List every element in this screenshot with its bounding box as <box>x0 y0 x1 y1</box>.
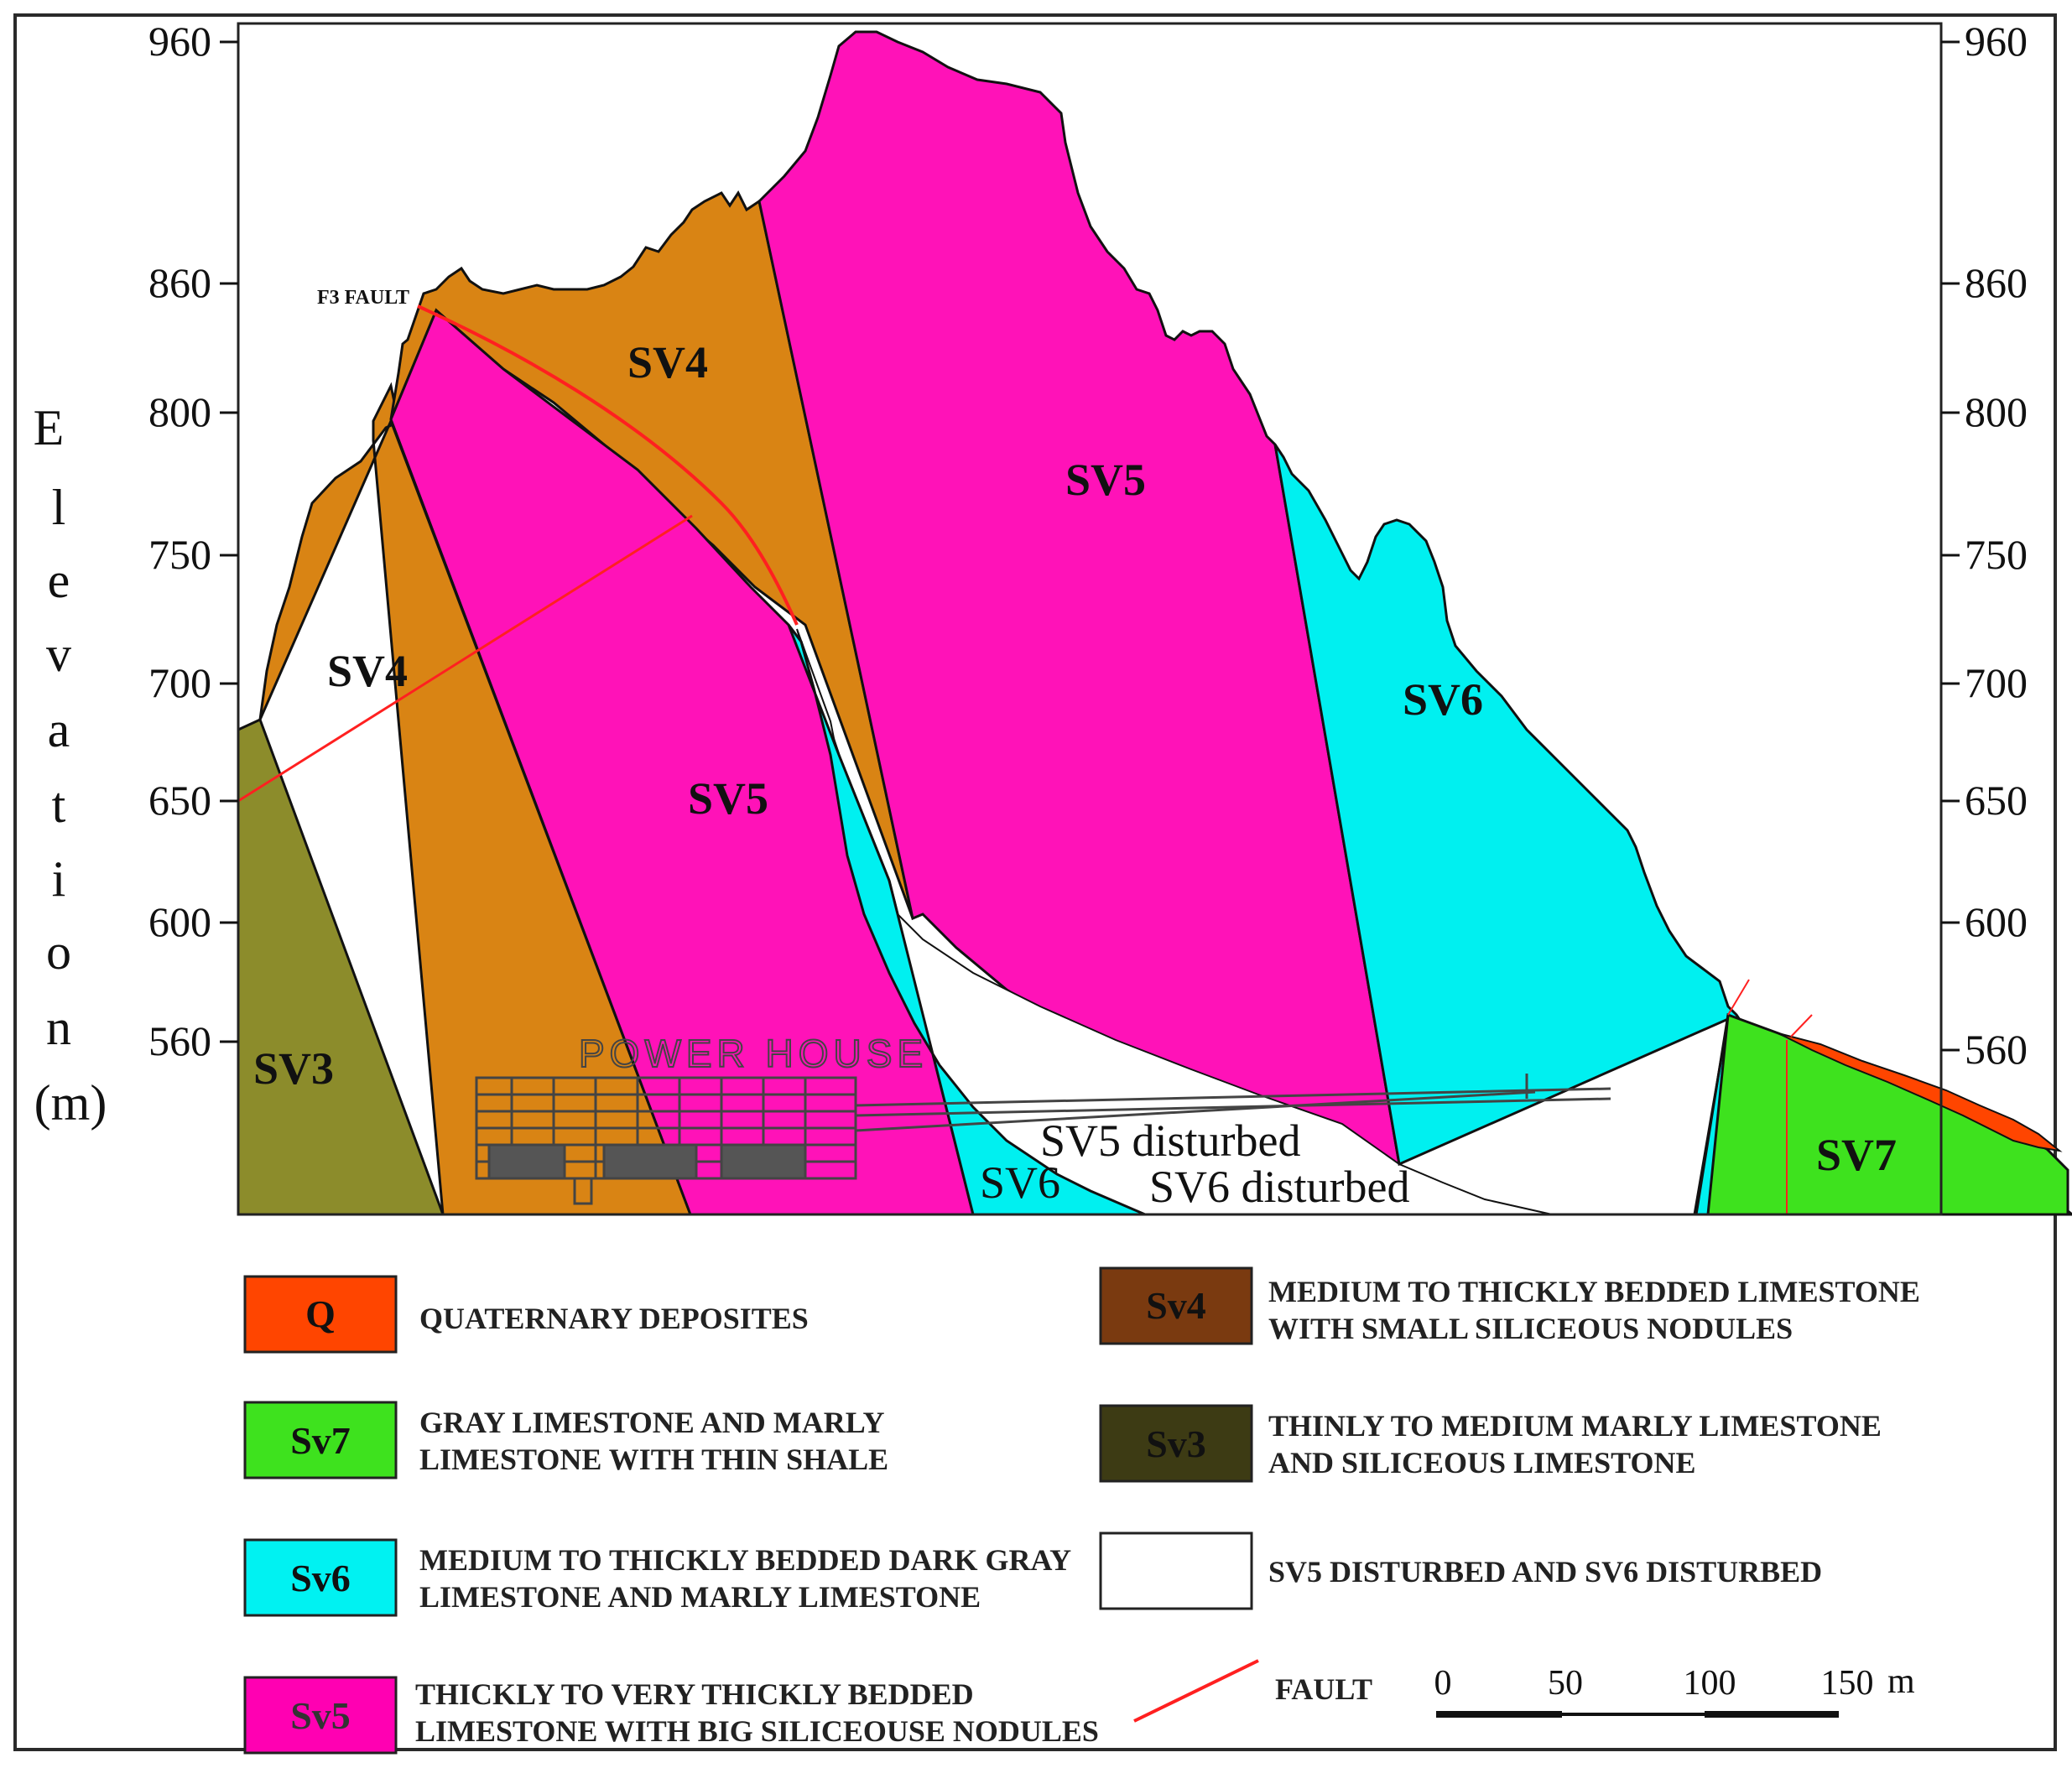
legend-swatch <box>243 1538 398 1617</box>
fault-annotation: F3 FAULT <box>317 287 409 309</box>
ylabel-letter: t <box>52 777 66 833</box>
unit-label-sv6-right: SV6 <box>1403 674 1483 725</box>
tick-label: 700 <box>148 659 211 706</box>
legend-swatch <box>243 1401 398 1479</box>
tick-label: 960 <box>1965 18 2028 65</box>
legend: Q QUATERNARY DEPOSITES Sv7 GRAY LIMESTON… <box>243 1266 1920 1755</box>
tick-label: 560 <box>148 1017 211 1064</box>
legend-description: LIMESTONE WITH THIN SHALE <box>419 1443 888 1476</box>
right-axis-ticks <box>1941 40 1960 1052</box>
scale-label: 150 <box>1821 1664 1874 1703</box>
legend-description: MEDIUM TO THICKLY BEDDED LIMESTONE <box>1268 1275 1920 1308</box>
legend-description: THICKLY TO VERY THICKLY BEDDED <box>415 1677 974 1711</box>
unit-label-sv5-upper: SV5 <box>1065 455 1146 505</box>
legend-code: Sv7 <box>290 1419 351 1462</box>
power-house-label: POWER HOUSE <box>579 1032 928 1075</box>
legend-item-sv4: Sv4 MEDIUM TO THICKLY BEDDED LIMESTONE W… <box>1099 1266 1920 1345</box>
legend-item-disturbed: SV5 DISTURBED AND SV6 DISTURBED <box>1099 1531 1822 1610</box>
fault-line <box>1790 1014 1813 1037</box>
tick-label: 600 <box>1965 898 2028 945</box>
right-tick-labels: 960 860 800 750 700 650 600 560 <box>1965 18 2028 1073</box>
tick-label: 560 <box>1965 1026 2028 1073</box>
ylabel-letter: e <box>48 553 70 608</box>
unit-label-sv6-bottom: SV6 <box>980 1157 1060 1208</box>
legend-description: WITH SMALL SILICEOUS NODULES <box>1268 1312 1793 1345</box>
ylabel-letter: E <box>34 400 65 455</box>
ylabel-letter: o <box>46 924 71 980</box>
tick-label: 860 <box>148 259 211 306</box>
tick-label: 650 <box>148 777 211 824</box>
unit-label-sv3: SV3 <box>253 1043 334 1094</box>
tick-label: 860 <box>1965 259 2028 306</box>
legend-swatch <box>1099 1266 1253 1345</box>
tick-label: 960 <box>148 18 211 65</box>
legend-swatch <box>243 1275 398 1354</box>
legend-description: FAULT <box>1275 1672 1372 1706</box>
unit-label-sv4-upper: SV4 <box>627 337 708 387</box>
legend-fault-line <box>1133 1659 1259 1723</box>
power-house-structure <box>475 1074 1611 1205</box>
left-axis-ticks <box>220 40 238 1043</box>
tick-label: 700 <box>1965 659 2028 706</box>
tick-label: 800 <box>1965 388 2028 435</box>
legend-description: QUATERNARY DEPOSITES <box>419 1302 809 1335</box>
ylabel-letter: a <box>48 702 70 757</box>
legend-swatch <box>1099 1404 1253 1483</box>
scale-unit: m <box>1887 1662 1915 1701</box>
unit-boundary-line <box>1695 1014 1730 1215</box>
tick-label: 600 <box>148 898 211 945</box>
legend-code: Sv6 <box>290 1557 351 1599</box>
tick-label: 800 <box>148 388 211 435</box>
scale-bar: 0 50 100 150 m <box>1434 1662 1915 1718</box>
unit-label-sv4-lower: SV4 <box>327 646 408 696</box>
legend-item-sv5: Sv5 THICKLY TO VERY THICKLY BEDDED LIMES… <box>243 1676 1099 1755</box>
unit-labels: F3 FAULT SV4 SV4 SV5 SV5 SV6 SV6 SV3 SV7… <box>253 287 1897 1212</box>
legend-item-sv6: Sv6 MEDIUM TO THICKLY BEDDED DARK GRAY L… <box>243 1538 1071 1617</box>
legend-item-q: Q QUATERNARY DEPOSITES <box>243 1275 809 1354</box>
scale-label: 100 <box>1684 1664 1736 1703</box>
unit-sv4-upper-area <box>389 190 914 919</box>
unit-label-sv6-disturbed: SV6 disturbed <box>1149 1162 1410 1212</box>
unit-quaternary-area <box>1778 1032 2063 1152</box>
elevation-axis-label: E l e v a t i o n (m) <box>34 400 107 1131</box>
unit-label-sv5-lower: SV5 <box>688 773 768 824</box>
ylabel-letter: v <box>46 627 71 682</box>
legend-item-sv3: Sv3 THINLY TO MEDIUM MARLY LIMESTONE AND… <box>1099 1404 1882 1483</box>
tick-label: 750 <box>148 531 211 578</box>
legend-description: AND SILICEOUS LIMESTONE <box>1268 1446 1695 1479</box>
fault-line <box>417 304 799 626</box>
legend-swatch <box>1099 1531 1253 1610</box>
legend-description: THINLY TO MEDIUM MARLY LIMESTONE <box>1268 1409 1882 1443</box>
scale-label: 0 <box>1434 1664 1452 1703</box>
cross-section <box>220 22 2072 1216</box>
fault-line <box>1727 979 1750 1016</box>
ylabel-letter: l <box>52 480 66 535</box>
legend-description: LIMESTONE AND MARLY LIMESTONE <box>419 1580 981 1614</box>
ylabel-unit: (m) <box>34 1075 107 1131</box>
legend-description: GRAY LIMESTONE AND MARLY <box>419 1406 884 1439</box>
legend-code: Q <box>305 1292 336 1335</box>
ylabel-letter: i <box>52 851 66 907</box>
unit-label-sv5-disturbed: SV5 disturbed <box>1040 1115 1301 1166</box>
plot-area-border <box>237 22 1943 1216</box>
left-tick-labels: 960 860 800 750 700 650 600 560 <box>148 18 211 1064</box>
tick-label: 750 <box>1965 531 2028 578</box>
legend-code: Sv4 <box>1146 1284 1206 1327</box>
unit-label-sv7: SV7 <box>1816 1130 1897 1180</box>
legend-description: LIMESTONE WITH BIG SILICEOUSE NODULES <box>415 1714 1099 1748</box>
tick-label: 650 <box>1965 777 2028 824</box>
legend-item-sv7: Sv7 GRAY LIMESTONE AND MARLY LIMESTONE W… <box>243 1401 888 1479</box>
legend-code: Sv3 <box>1146 1422 1206 1465</box>
legend-code: Sv5 <box>290 1694 351 1737</box>
scale-label: 50 <box>1548 1664 1583 1703</box>
legend-item-fault: FAULT <box>1133 1659 1372 1723</box>
ylabel-letter: n <box>46 1000 71 1055</box>
legend-description: MEDIUM TO THICKLY BEDDED DARK GRAY <box>419 1543 1071 1577</box>
fault-line <box>237 514 693 803</box>
legend-description: SV5 DISTURBED AND SV6 DISTURBED <box>1268 1555 1822 1589</box>
legend-swatch <box>243 1676 398 1755</box>
figure-frame <box>13 13 2057 1751</box>
